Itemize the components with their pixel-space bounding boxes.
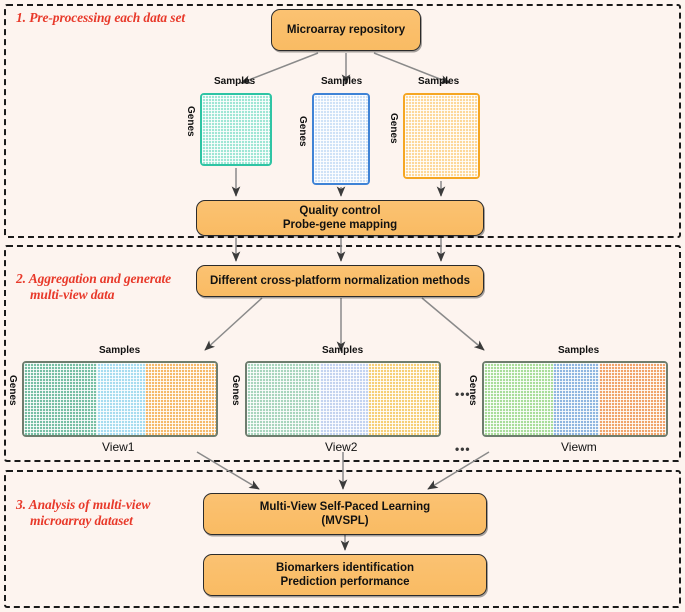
genes-label-dataset-3: Genes — [388, 113, 399, 144]
genes-label-dataset-1: Genes — [185, 106, 196, 137]
box-mvspl[interactable]: Multi-View Self-Paced Learning (MVSPL) — [203, 493, 487, 535]
samples-label-view1: Samples — [99, 345, 141, 356]
matrix-band — [405, 95, 478, 177]
section-label-analysis-line2: microarray dataset — [30, 513, 133, 528]
genes-label-view1: Genes — [7, 375, 18, 406]
matrix-dataset-3 — [403, 93, 480, 179]
section-frame-pre-processing — [4, 4, 681, 238]
matrix-band-3 — [367, 363, 439, 435]
section-label-aggregation-line2: multi-view data — [30, 287, 115, 302]
matrix-band-1 — [247, 363, 320, 435]
section-label-analysis-line1: 3. Analysis of multi-view — [16, 497, 151, 512]
box-biomarkers[interactable]: Biomarkers identification Prediction per… — [203, 554, 487, 596]
matrix-band-2 — [553, 363, 599, 435]
matrix-view2 — [245, 361, 441, 437]
section-label-pre-processing: 1. Pre-processing each data set — [16, 10, 186, 25]
samples-label-dataset-3: Samples — [418, 76, 460, 87]
matrix-band — [314, 95, 368, 183]
matrix-band-3 — [144, 363, 216, 435]
matrix-band — [202, 95, 270, 164]
section-label-aggregation-line1: 2. Aggregation and generate — [16, 271, 172, 286]
ellipsis-below-views: ••• — [455, 442, 471, 456]
box-quality-control[interactable]: Quality control Probe-gene mapping — [196, 200, 484, 236]
samples-label-dataset-2: Samples — [321, 76, 363, 87]
matrix-viewm — [482, 361, 668, 437]
matrix-band-3 — [598, 363, 666, 435]
view-name-m: Viewm — [561, 440, 597, 454]
section-label-analysis: 3. Analysis of multi-view microarray dat… — [16, 481, 150, 545]
samples-label-view2: Samples — [322, 345, 364, 356]
section-label-aggregation: 2. Aggregation and generate multi-view d… — [16, 255, 171, 319]
view-name-1: View1 — [102, 440, 135, 454]
matrix-band-1 — [24, 363, 97, 435]
box-microarray-repository[interactable]: Microarray repository — [271, 9, 421, 51]
matrix-dataset-2 — [312, 93, 370, 185]
matrix-band-2 — [96, 363, 145, 435]
genes-label-dataset-2: Genes — [297, 116, 308, 147]
matrix-view1 — [22, 361, 218, 437]
matrix-dataset-1 — [200, 93, 272, 166]
matrix-band-2 — [319, 363, 368, 435]
box-normalization-methods[interactable]: Different cross-platform normalization m… — [196, 265, 484, 297]
samples-label-dataset-1: Samples — [214, 76, 256, 87]
view-name-2: View2 — [325, 440, 358, 454]
genes-label-view2: Genes — [230, 375, 241, 406]
matrix-band-1 — [484, 363, 554, 435]
samples-label-viewm: Samples — [558, 345, 600, 356]
ellipsis-between-views: ••• — [455, 387, 471, 401]
